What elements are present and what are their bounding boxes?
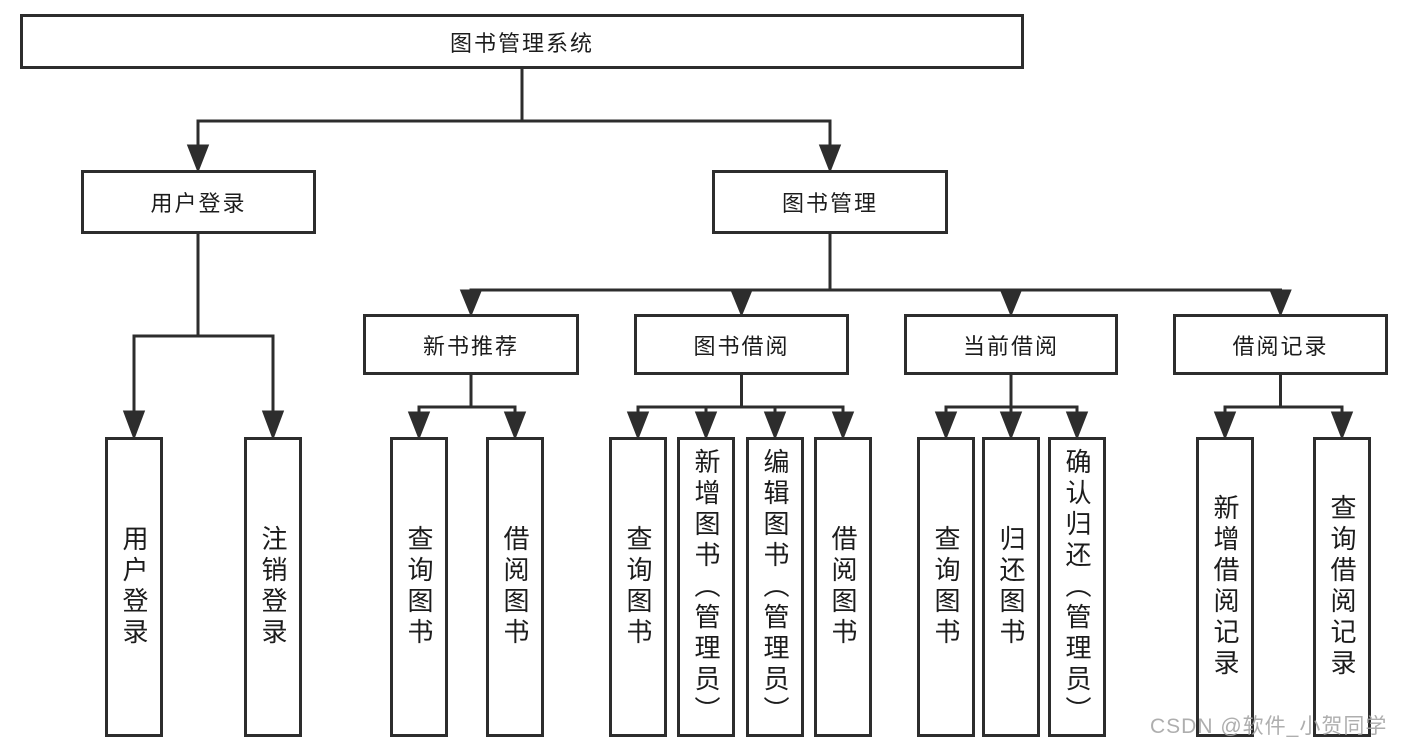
- leaf-borrowing-query-books: 查询图书: [609, 437, 667, 737]
- leaf-records-query-record: 查询借阅记录: [1313, 437, 1371, 737]
- connector-user-login: [122, 234, 285, 441]
- connector-book-management: [459, 234, 1292, 317]
- leaf-newbook-borrow-books: 借阅图书: [486, 437, 544, 737]
- node-system-root: 图书管理系统: [20, 14, 1024, 69]
- node-book-borrowing: 图书借阅: [634, 314, 849, 375]
- connector-new-books: [407, 375, 527, 441]
- leaf-user-login: 用户登录: [105, 437, 163, 737]
- node-book-management: 图书管理: [712, 170, 948, 234]
- leaf-logout: 注销登录: [244, 437, 302, 737]
- node-new-book-recommend: 新书推荐: [363, 314, 579, 375]
- connector-borrow-records: [1213, 375, 1354, 441]
- leaf-newbook-query-books: 查询图书: [390, 437, 448, 737]
- node-current-borrowing: 当前借阅: [904, 314, 1118, 375]
- leaf-current-confirm-return-admin: 确认归还（管理员）: [1048, 437, 1106, 737]
- connector-book-borrowing: [626, 375, 855, 441]
- csdn-watermark: CSDN @软件_小贺同学: [1150, 715, 1388, 738]
- leaf-current-query-books: 查询图书: [917, 437, 975, 737]
- node-borrow-records: 借阅记录: [1173, 314, 1388, 375]
- connector-root: [186, 69, 842, 174]
- leaf-current-return-books: 归还图书: [982, 437, 1040, 737]
- leaf-records-add-record: 新增借阅记录: [1196, 437, 1254, 737]
- connector-current-borrowing: [934, 375, 1089, 441]
- node-user-login: 用户登录: [81, 170, 316, 234]
- leaf-borrowing-add-books-admin: 新增图书（管理员）: [677, 437, 735, 737]
- leaf-borrowing-edit-books-admin: 编辑图书（管理员）: [746, 437, 804, 737]
- leaf-borrowing-borrow-books: 借阅图书: [814, 437, 872, 737]
